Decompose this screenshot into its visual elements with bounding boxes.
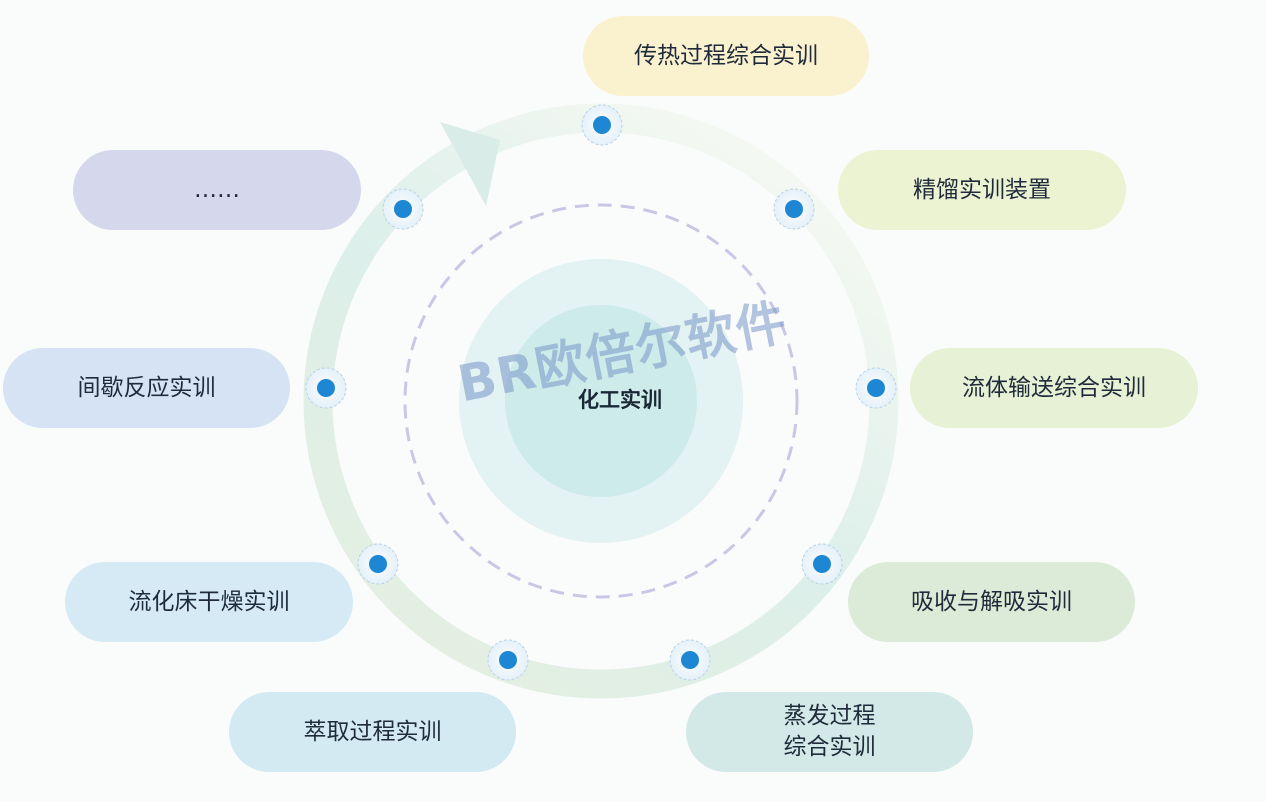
node-absorption: 吸收与解吸实训 <box>848 562 1135 642</box>
node-dot <box>394 200 412 218</box>
node-dot <box>369 555 387 573</box>
node-fluidized-bed: 流化床干燥实训 <box>65 562 353 642</box>
center-label: 化工实训 <box>578 388 662 412</box>
ring-arrowhead <box>440 122 500 206</box>
node-fluid-transport: 流体输送综合实训 <box>910 348 1198 428</box>
node-batch-reaction: 间歇反应实训 <box>3 348 290 428</box>
node-more: …… <box>73 150 361 230</box>
node-dot <box>499 651 517 669</box>
core-circle <box>505 305 697 497</box>
node-extraction: 萃取过程实训 <box>229 692 516 772</box>
node-distillation: 精馏实训装置 <box>838 150 1126 230</box>
node-evaporation: 蒸发过程 综合实训 <box>686 692 973 772</box>
dashed-circle <box>403 203 799 599</box>
node-heat-transfer: 传热过程综合实训 <box>583 16 869 96</box>
node-dot <box>681 651 699 669</box>
node-dot <box>785 200 803 218</box>
node-dot <box>317 379 335 397</box>
node-dot <box>813 555 831 573</box>
node-dot <box>867 379 885 397</box>
node-dot <box>593 116 611 134</box>
node-dots <box>305 104 897 681</box>
